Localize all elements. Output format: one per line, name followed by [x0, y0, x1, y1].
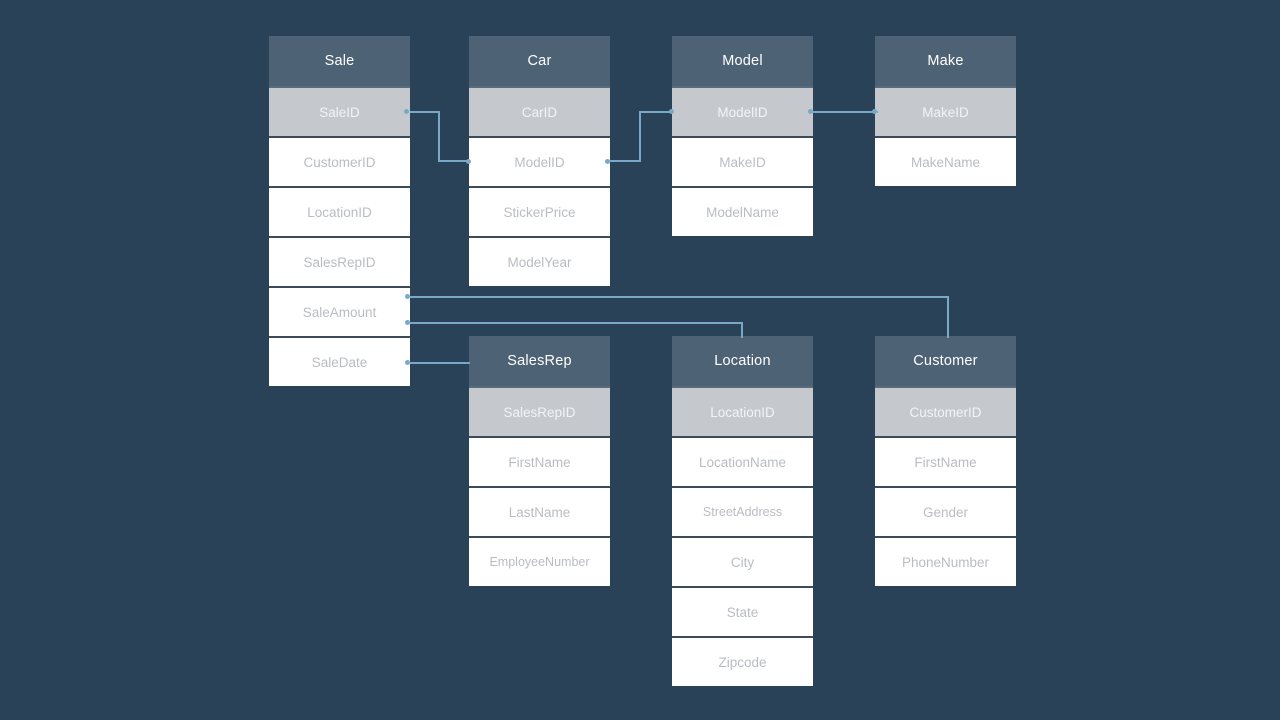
attribute-row-car-carid[interactable]: CarID: [469, 86, 610, 136]
attribute-row-make-makeid[interactable]: MakeID: [875, 86, 1016, 136]
entity-title-sale: Sale: [269, 36, 410, 86]
attribute-row-sale-salesrepid[interactable]: SalesRepID: [269, 236, 410, 286]
attribute-row-make-makename[interactable]: MakeName: [875, 136, 1016, 186]
connector-sale-car-segment-2: [438, 111, 440, 162]
attribute-row-salesrep-firstname[interactable]: FirstName: [469, 436, 610, 486]
attribute-row-model-makeid[interactable]: MakeID: [672, 136, 813, 186]
attribute-row-location-zipcode[interactable]: Zipcode: [672, 636, 813, 686]
attribute-row-customer-phonenumber[interactable]: PhoneNumber: [875, 536, 1016, 586]
attribute-row-sale-customerid[interactable]: CustomerID: [269, 136, 410, 186]
entity-title-salesrep: SalesRep: [469, 336, 610, 386]
attribute-row-location-locationid[interactable]: LocationID: [672, 386, 813, 436]
entity-title-model: Model: [672, 36, 813, 86]
attribute-row-sale-saleid[interactable]: SaleID: [269, 86, 410, 136]
attribute-row-customer-customerid[interactable]: CustomerID: [875, 386, 1016, 436]
entity-title-customer: Customer: [875, 336, 1016, 386]
attribute-row-car-modelid[interactable]: ModelID: [469, 136, 610, 186]
attribute-row-salesrep-employeenumber[interactable]: EmployeeNumber: [469, 536, 610, 586]
connector-car-model-segment-2: [639, 111, 641, 162]
attribute-row-sale-saleamount[interactable]: SaleAmount: [269, 286, 410, 336]
attribute-row-location-city[interactable]: City: [672, 536, 813, 586]
connector-car-model-segment-3: [639, 111, 673, 113]
attribute-row-customer-firstname[interactable]: FirstName: [875, 436, 1016, 486]
connector-endpoint-sale-location: [405, 320, 410, 325]
connector-endpoint-car-modelid-out: [605, 159, 610, 164]
attribute-row-sale-locationid[interactable]: LocationID: [269, 186, 410, 236]
connector-car-model-segment-1: [609, 160, 641, 162]
connector-endpoint-sale-customer: [405, 294, 410, 299]
connector-sale-customer-segment-2: [947, 296, 949, 338]
attribute-row-location-locationname[interactable]: LocationName: [672, 436, 813, 486]
attribute-row-customer-gender[interactable]: Gender: [875, 486, 1016, 536]
attribute-row-car-modelyear[interactable]: ModelYear: [469, 236, 610, 286]
connector-sale-customer-segment-1: [410, 296, 949, 298]
attribute-row-model-modelname[interactable]: ModelName: [672, 186, 813, 236]
connector-sale-location-segment-1: [410, 322, 743, 324]
connector-endpoint-car-modelid: [466, 159, 471, 164]
connector-endpoint-model-modelid: [669, 109, 674, 114]
connector-endpoint-sale-saleid: [404, 109, 409, 114]
attribute-row-location-state[interactable]: State: [672, 586, 813, 636]
entity-title-location: Location: [672, 336, 813, 386]
attribute-row-model-modelid[interactable]: ModelID: [672, 86, 813, 136]
connector-sale-salesrep-segment-1: [410, 362, 470, 364]
attribute-row-salesrep-salesrepid[interactable]: SalesRepID: [469, 386, 610, 436]
connector-endpoint-make-makeid: [872, 109, 877, 114]
connector-sale-location-segment-2: [741, 322, 743, 338]
entity-title-car: Car: [469, 36, 610, 86]
connector-endpoint-sale-salesrep: [405, 360, 410, 365]
attribute-row-location-streetaddress[interactable]: StreetAddress: [672, 486, 813, 536]
connector-sale-car-segment-1: [410, 111, 440, 113]
connector-endpoint-model-modelid-out: [808, 109, 813, 114]
attribute-row-car-stickerprice[interactable]: StickerPrice: [469, 186, 610, 236]
entity-title-make: Make: [875, 36, 1016, 86]
attribute-row-sale-saledate[interactable]: SaleDate: [269, 336, 410, 386]
connector-sale-car-segment-3: [438, 160, 470, 162]
connector-model-make-segment-1: [812, 111, 878, 113]
attribute-row-salesrep-lastname[interactable]: LastName: [469, 486, 610, 536]
